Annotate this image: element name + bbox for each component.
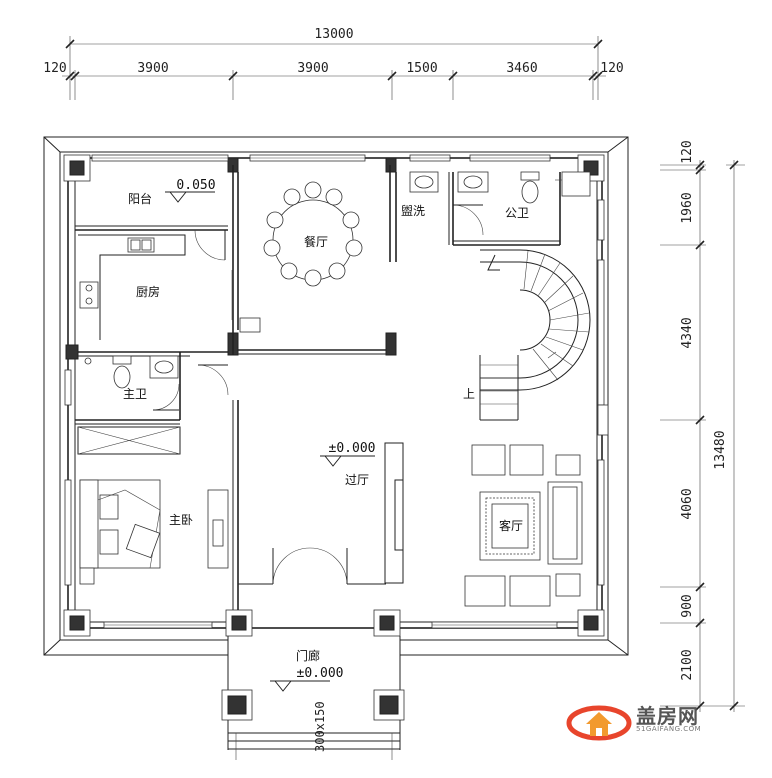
porch-steps-label: 300x150 [313,701,327,752]
room-label-master-bath: 主卫 [123,387,147,401]
room-label-public-bath: 公卫 [505,206,529,220]
top-dim-right-edge: 120 [600,61,623,76]
corner-columns [63,154,605,637]
right-dim-segment-1: 1960 [680,192,695,223]
right-dimension-lines [660,160,745,712]
room-label-master-bedroom: 主卧 [169,513,193,527]
top-dim-left-edge: 120 [43,61,66,76]
right-total-dimension: 13480 [713,430,728,469]
room-label-kitchen: 厨房 [136,284,160,299]
kitchen-counter [78,234,186,340]
doors [152,204,484,585]
interior-walls [65,157,561,610]
right-dim-segment-4: 900 [680,594,695,617]
right-dim-segment-5: 2100 [680,649,695,680]
top-dim-segment-4: 3460 [506,61,537,76]
room-label-porch: 门廊 [296,648,320,663]
top-dim-segment-2: 3900 [297,61,328,76]
logo-name: 盖房网 [636,704,699,728]
site-logo: 盖房网 51GAIFANG.COM [566,698,766,744]
room-label-hall: 过厅 [345,473,369,487]
top-total-dimension: 13000 [314,27,353,42]
living-room-sofas [464,444,583,607]
windows [64,154,609,629]
top-dim-segment-3: 1500 [406,61,437,76]
right-dim-segment-3: 4060 [680,488,695,519]
room-label-dining: 餐厅 [304,234,328,249]
right-dim-top-edge: 120 [680,140,695,163]
room-label-washroom: 盥洗 [401,204,425,218]
level-hall: ±0.000 [329,441,376,456]
bath-fixtures [84,171,591,389]
top-dimension-lines [62,36,606,100]
house-logo-icon [566,705,632,741]
top-dim-segment-1: 3900 [137,61,168,76]
spiral-staircase [479,249,591,421]
level-porch: ±0.000 [297,666,344,681]
dining-table [239,181,363,333]
level-markers [165,191,375,692]
porch [221,636,405,760]
right-dim-segment-2: 4340 [680,317,695,348]
logo-url: 51GAIFANG.COM [636,725,702,733]
stairs-up-label: 上 [463,387,475,401]
master-bed [77,426,229,585]
level-balcony: 0.050 [176,178,215,193]
room-label-living: 客厅 [499,518,523,533]
room-label-balcony: 阳台 [128,191,152,206]
